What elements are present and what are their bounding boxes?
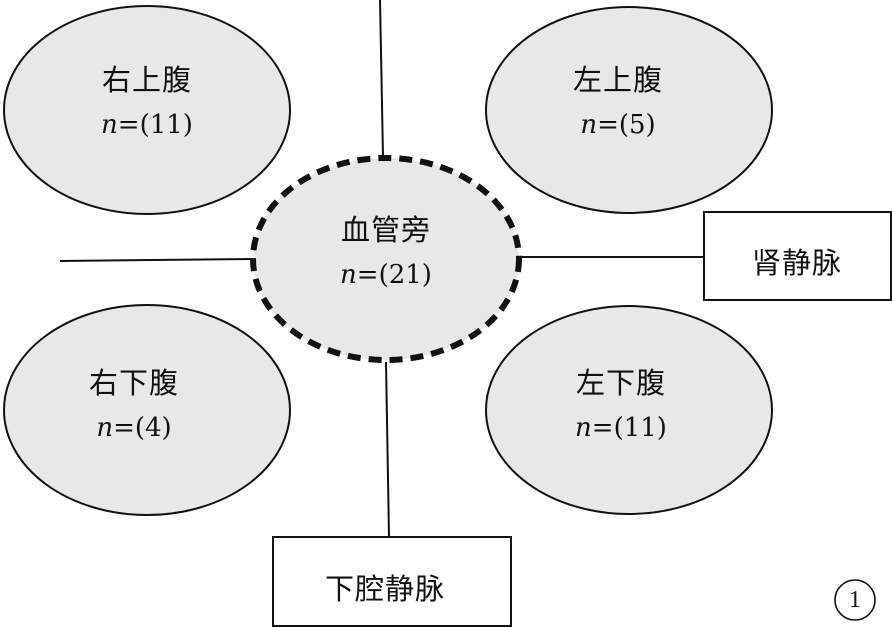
region-count: n=(11) bbox=[541, 415, 701, 441]
region-count: n=(21) bbox=[306, 262, 466, 288]
right-upper-label: 右上腹 n=(11) bbox=[67, 63, 227, 139]
n-value: =(11) bbox=[591, 413, 667, 443]
n-variable: n bbox=[101, 110, 118, 140]
perivascular-region bbox=[250, 155, 522, 363]
region-name: 左下腹 bbox=[575, 366, 666, 400]
region-count: n=(11) bbox=[67, 112, 227, 138]
right-lower-label: 右下腹 n=(4) bbox=[54, 366, 214, 442]
n-value: =(5) bbox=[597, 110, 656, 140]
n-value: =(4) bbox=[113, 413, 172, 443]
left-upper-label: 左上腹 n=(5) bbox=[538, 63, 698, 139]
left-upper-region bbox=[485, 6, 773, 214]
ivc-box bbox=[272, 536, 512, 627]
renal-vein-label: 肾静脉 bbox=[752, 246, 843, 280]
perivascular-label: 血管旁 n=(21) bbox=[306, 213, 466, 289]
region-name: 左上腹 bbox=[572, 63, 663, 97]
right-upper-region bbox=[3, 5, 291, 215]
n-value: =(21) bbox=[356, 260, 432, 290]
region-name: 右上腹 bbox=[101, 63, 192, 97]
region-count: n=(4) bbox=[54, 415, 214, 441]
left-vessel-line bbox=[59, 258, 254, 262]
region-name: 血管旁 bbox=[340, 213, 431, 247]
left-lower-label: 左下腹 n=(11) bbox=[541, 366, 701, 442]
n-variable: n bbox=[575, 413, 592, 443]
n-variable: n bbox=[96, 413, 114, 443]
region-name: 右下腹 bbox=[88, 366, 179, 400]
figure-number-circle bbox=[834, 579, 876, 621]
n-value: =(11) bbox=[117, 110, 193, 140]
ivc-label: 下腔静脉 bbox=[325, 572, 446, 606]
n-variable: n bbox=[340, 260, 357, 290]
region-count: n=(5) bbox=[538, 112, 698, 138]
bottom-vessel-line bbox=[385, 361, 390, 538]
figure-number: 1 bbox=[849, 587, 861, 613]
left-lower-region bbox=[485, 305, 773, 515]
n-variable: n bbox=[580, 110, 598, 140]
renal-vein-box bbox=[703, 211, 892, 301]
right-lower-region bbox=[3, 304, 291, 516]
top-vessel-line bbox=[379, 0, 384, 158]
